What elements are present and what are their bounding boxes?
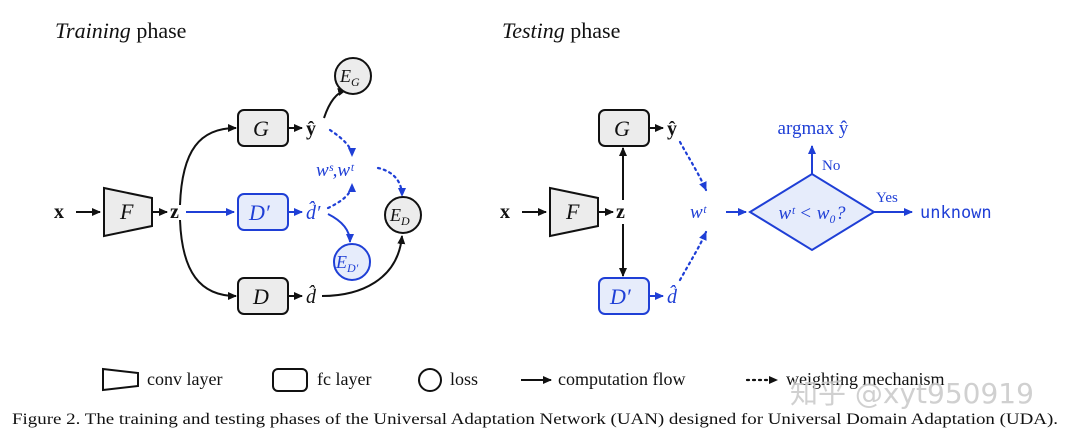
test-weight-wt: wᵗ bbox=[690, 202, 708, 223]
train-loss-eg-label: EG bbox=[339, 66, 360, 89]
train-d-hat: d̂ bbox=[306, 284, 317, 308]
train-input-x: x bbox=[54, 201, 64, 223]
train-weights-ws-wt: wˢ,wᵗ bbox=[316, 160, 355, 181]
train-conv-f-shape bbox=[103, 186, 153, 238]
test-input-x: x bbox=[500, 201, 510, 223]
train-fc-d-label: D bbox=[252, 284, 269, 309]
legend-conv-label: conv layer bbox=[147, 369, 222, 389]
training-phase-title: Training phase bbox=[55, 18, 186, 43]
watermark: 知乎 @xyt950919 bbox=[790, 377, 1034, 410]
test-argmax-output: argmax ŷ bbox=[778, 118, 849, 139]
test-yes-label: Yes bbox=[876, 190, 898, 206]
train-loss-ed-circle bbox=[384, 196, 422, 234]
test-conv-f-shape bbox=[549, 186, 599, 238]
test-no-label: No bbox=[822, 158, 840, 174]
test-y-hat: ŷ bbox=[667, 118, 677, 140]
train-arrow-dprime-edp bbox=[327, 213, 354, 243]
train-fc-dprime-label: D′ bbox=[248, 200, 271, 225]
train-weight-dprime-w bbox=[326, 182, 356, 210]
test-d-hat: d̂ bbox=[667, 284, 678, 308]
legend-fc-label: fc layer bbox=[317, 369, 371, 389]
test-unknown-output: unknown bbox=[920, 203, 992, 223]
train-conv-f-label: F bbox=[119, 199, 134, 224]
train-fc-g-label: G bbox=[253, 116, 269, 141]
test-conv-f-label: F bbox=[565, 199, 580, 224]
train-dprime-hat: d̂′ bbox=[306, 200, 321, 224]
train-y-hat: ŷ bbox=[306, 118, 316, 140]
test-decision-label: wᵗ < w₀? bbox=[779, 203, 846, 224]
test-feature-z: z bbox=[616, 201, 625, 223]
test-weight-dhat-w bbox=[678, 230, 708, 282]
legend-computation-label: computation flow bbox=[558, 369, 685, 389]
train-weight-w-ed bbox=[376, 166, 406, 198]
train-loss-edprime-circle bbox=[333, 243, 371, 281]
legend-weighting-label: weighting mechanism bbox=[786, 369, 944, 389]
figure-caption: Figure 2. The training and testing phase… bbox=[12, 411, 1058, 428]
legend-conv-icon bbox=[102, 367, 139, 392]
train-arrow-y-eg bbox=[323, 88, 347, 119]
train-arrow-z-d bbox=[179, 219, 237, 300]
testing-phase-title: Testing phase bbox=[502, 18, 620, 43]
train-feature-z: z bbox=[170, 201, 179, 223]
test-fc-g-label: G bbox=[614, 116, 630, 141]
test-weight-y-w bbox=[678, 140, 708, 192]
legend-fc-icon bbox=[272, 368, 308, 392]
train-arrow-z-g bbox=[179, 124, 237, 206]
legend-loss-label: loss bbox=[450, 369, 478, 389]
train-weight-y-w bbox=[328, 128, 356, 158]
train-loss-ed-label: ED bbox=[389, 205, 410, 228]
train-loss-eg-circle bbox=[334, 57, 372, 95]
train-loss-edprime-label: ED′ bbox=[335, 252, 359, 275]
test-fc-dprime-label: D′ bbox=[609, 284, 632, 309]
legend-loss-icon bbox=[418, 368, 442, 392]
train-arrow-dhat-ed bbox=[321, 235, 406, 297]
